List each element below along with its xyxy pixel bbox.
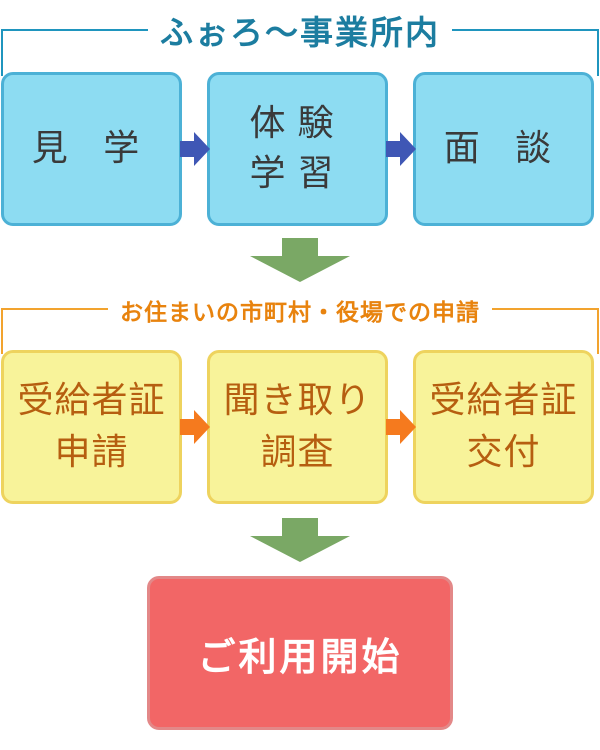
section2-frame-right-line — [597, 308, 599, 354]
section1-frame-right-line — [597, 29, 599, 76]
section2-frame-left-line — [1, 308, 3, 354]
section2-title: お住まいの市町村・役場での申請 — [0, 293, 600, 327]
section1-frame-left-line — [1, 29, 3, 76]
right-arrow-icon — [180, 410, 210, 444]
section1-title: ふぉろ～事業所内 — [0, 6, 600, 54]
step-box-trial-learning: 体験 学習 — [207, 72, 388, 226]
final-step-box: ご利用開始 — [147, 576, 453, 730]
section2-title-text: お住まいの市町村・役場での申請 — [108, 300, 492, 326]
step-box-certificate-issuance: 受給者証 交付 — [413, 350, 594, 504]
down-arrow-icon — [250, 238, 350, 282]
step-box-observation: 見 学 — [1, 72, 182, 226]
right-arrow-icon — [386, 132, 416, 166]
step-box-certificate-application: 受給者証 申請 — [1, 350, 182, 504]
section1-title-text: ふぉろ～事業所内 — [148, 13, 452, 52]
step-box-hearing-survey: 聞き取り 調査 — [207, 350, 388, 504]
right-arrow-icon — [180, 132, 210, 166]
step-box-interview: 面 談 — [413, 72, 594, 226]
right-arrow-icon — [386, 410, 416, 444]
down-arrow-icon — [250, 518, 350, 562]
